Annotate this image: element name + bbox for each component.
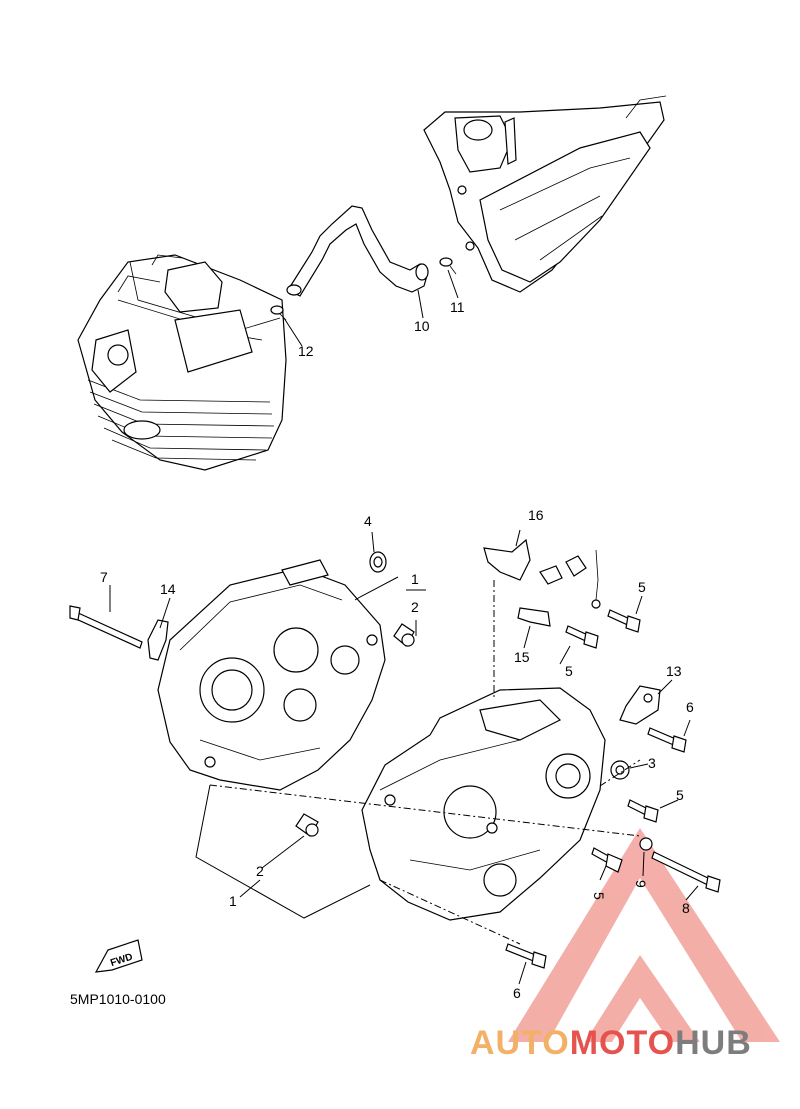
callout-16: 16 [528,507,544,523]
bolt-6-lower [505,943,547,969]
breather-hose [286,205,429,297]
bracket-13 [619,685,661,725]
callout-2-upper: 2 [411,599,419,615]
oil-seal-4 [369,551,387,573]
cylinder-head [77,254,287,471]
callout-1-lower: 1 [229,893,237,909]
clamp-14 [147,619,169,661]
watermark-auto: AUTO [470,1024,570,1062]
wire-connector [565,549,601,609]
callout-5-a: 5 [638,579,646,595]
watermark-moto: MOTO [570,1024,675,1062]
callout-1-upper: 1 [411,571,419,587]
leader-lines [109,269,699,985]
callout-5-b: 5 [565,663,573,679]
callout-7: 7 [100,569,108,585]
callout-4: 4 [364,513,372,529]
watermark-triangle [508,828,780,1042]
watermark-logo [508,828,780,1042]
callout-2-lower: 2 [256,863,264,879]
washer-9 [639,837,653,851]
oil-seal-3 [610,760,630,780]
bolt-6-upper [647,727,687,753]
svg-text:AUTOMOTOHUB: AUTOMOTOHUB [470,1024,752,1062]
hose-clip-11 [439,257,457,275]
callout-5-c: 5 [676,787,684,803]
watermark-triangle-inner [585,955,700,1042]
callout-8: 8 [682,900,690,916]
diagram-code: 5MP1010-0100 [70,991,166,1007]
callout-12: 12 [298,343,314,359]
bolt-7 [69,605,143,649]
bolt-5-c [627,799,659,823]
callout-3: 3 [648,755,656,771]
bracket-16 [483,538,563,585]
callout-6-lower: 6 [513,985,521,1001]
callout-14: 14 [160,581,176,597]
dowel-pin-2-lower [295,813,319,837]
callout-9: 9 [633,880,649,888]
callout-11: 11 [450,299,465,315]
bolt-8 [651,851,721,893]
clamp-15 [517,607,551,627]
watermark-wordmark: AUTOMOTOHUB [470,1024,752,1062]
callout-13: 13 [666,663,682,679]
callout-10: 10 [414,318,430,334]
bolt-5-b [565,625,599,649]
callout-5-d: 5 [591,892,607,900]
callout-15: 15 [514,649,530,665]
fwd-arrow-icon: FWD [94,939,143,973]
bolt-5-d [591,847,623,873]
watermark-hub: HUB [675,1024,752,1062]
callout-labels: 1 2 1 2 3 4 5 5 5 5 6 6 7 8 9 10 11 12 1… [100,299,694,1001]
air-filter-case [423,95,667,293]
dowel-pin-2-upper [393,623,415,647]
callout-6-upper: 6 [686,699,694,715]
crankcase-right [361,687,606,921]
crankcase-left [157,559,386,791]
bolt-5-a [607,609,641,633]
